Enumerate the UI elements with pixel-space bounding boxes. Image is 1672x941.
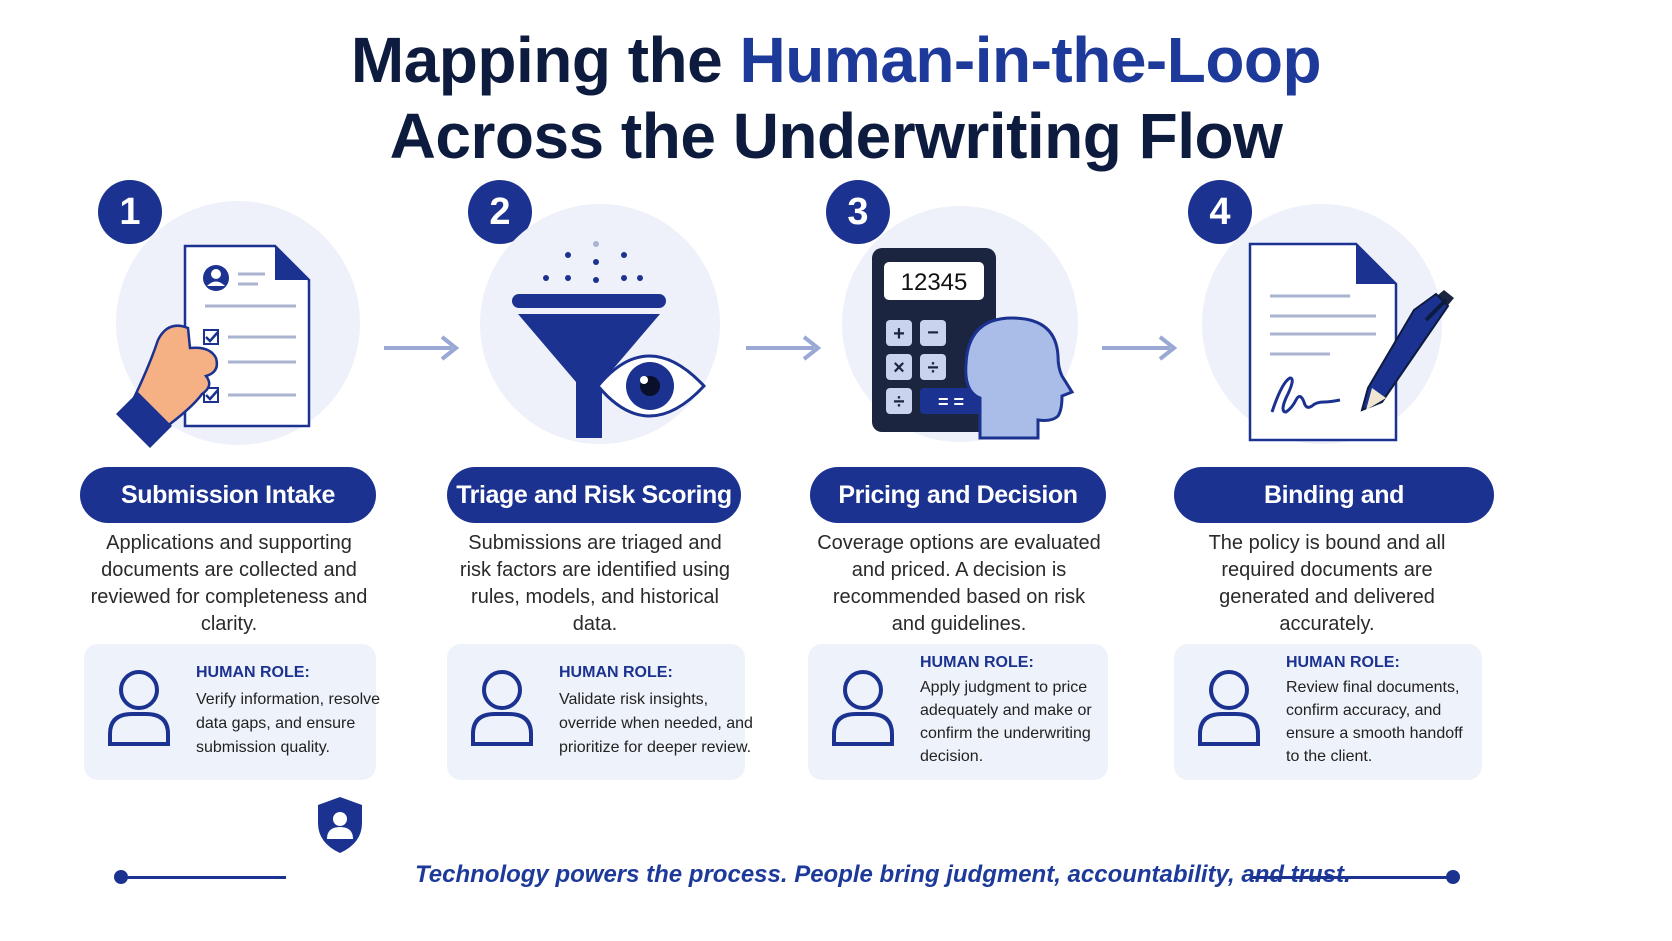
step-title-pill: Binding and Documentation [1174, 467, 1494, 565]
human-role-label: HUMAN ROLE: [920, 654, 1034, 671]
funnel-eye-icon [480, 204, 720, 444]
person-icon [1198, 670, 1260, 746]
title-line-2: Across the Underwriting Flow [389, 100, 1283, 172]
human-role-label: HUMAN ROLE: [196, 664, 310, 681]
human-role-label: HUMAN ROLE: [1286, 654, 1400, 671]
step-description: Coverage options are evaluated and price… [817, 532, 1101, 635]
human-role-card: HUMAN ROLE: Apply judgment to price adeq… [808, 644, 1108, 780]
step-number-badge: 3 [826, 180, 890, 244]
footer-line-right [1252, 876, 1452, 879]
human-role-text: Verify information, resolve data gaps, a… [196, 691, 381, 756]
footer-tagline: Technology powers the process. People br… [415, 861, 1351, 888]
human-role-card: HUMAN ROLE: Review final documents, conf… [1174, 644, 1482, 780]
svg-text:−: − [927, 322, 939, 344]
human-role-label: HUMAN ROLE: [559, 664, 673, 681]
step-description: The policy is bound and all required doc… [1208, 532, 1446, 635]
shield-person-icon [318, 797, 362, 853]
footer-line-left [120, 876, 286, 879]
step-description: Submissions are triaged and risk factors… [459, 532, 731, 635]
hand-holding-checklist-icon [116, 201, 360, 448]
svg-text:÷: ÷ [894, 391, 905, 413]
footer-dot-right [1446, 870, 1460, 884]
step-description: Applications and supporting documents ar… [90, 532, 368, 635]
arrow-right-icon [746, 335, 822, 361]
step-4: 4 Binding and Documentation The policy i… [0, 0, 1494, 941]
human-role-text: Validate risk insights, override when ne… [559, 691, 753, 756]
calculator-display: 12345 [901, 269, 968, 296]
human-role-text: Review final documents, confirm accuracy… [1286, 679, 1463, 765]
step-number-badge: 2 [468, 180, 532, 244]
arrow-right-icon [1102, 335, 1178, 361]
step-title-pill: Submission Intake [80, 467, 376, 523]
title-plain-text: Mapping the [350, 24, 740, 96]
calculator-head-icon: 12345 + − × ÷ ÷ = = [842, 206, 1078, 442]
svg-text:×: × [893, 357, 905, 379]
svg-text:= =: = = [938, 392, 964, 412]
title-line-1: Mapping the Human-in-the-Loop [0, 22, 1672, 98]
step-1: 1 Submission Intake Applications and sup… [0, 0, 380, 941]
arrow-right-icon [384, 335, 460, 361]
person-icon [832, 670, 894, 746]
step-title-pill: Pricing and Decision [810, 467, 1106, 523]
signed-document-pen-icon [1202, 204, 1454, 444]
title-accent-text: Human-in-the-Loop [739, 24, 1322, 96]
step-2: 2 Triage and Risk Scoring Submissions ar… [0, 0, 753, 941]
person-icon [471, 670, 533, 746]
step-number-badge: 1 [98, 180, 162, 244]
page-title: Mapping the Human-in-the-Loop Across the… [0, 22, 1672, 174]
step-3: 3 12345 + − × ÷ ÷ = = Pricing and Decisi… [0, 0, 1108, 941]
svg-text:+: + [893, 323, 905, 345]
person-icon [108, 670, 170, 746]
svg-text:÷: ÷ [928, 357, 939, 379]
human-role-text: Apply judgment to price adequately and m… [920, 679, 1092, 765]
human-role-card: HUMAN ROLE: Verify information, resolve … [84, 644, 380, 780]
step-number-badge: 4 [1188, 180, 1252, 244]
step-title-pill: Triage and Risk Scoring [447, 467, 741, 523]
human-role-card: HUMAN ROLE: Validate risk insights, over… [447, 644, 753, 780]
